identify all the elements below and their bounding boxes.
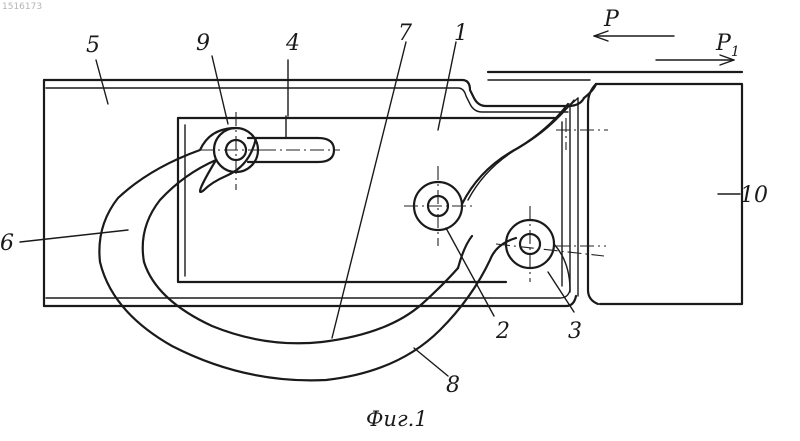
label-5: 5 xyxy=(86,33,100,58)
label-7: 7 xyxy=(398,21,412,46)
force-arrow-p1 xyxy=(656,55,734,65)
label-force-p: P xyxy=(603,7,620,32)
label-force-p1-main: P xyxy=(715,31,732,56)
slot-4 xyxy=(248,116,340,162)
label-8: 8 xyxy=(446,373,460,398)
plate-1 xyxy=(178,98,578,282)
force-arrow-p xyxy=(594,31,674,41)
figure-caption: Фиг.1 xyxy=(366,407,428,431)
corner-mark: 1516173 xyxy=(2,2,42,12)
label-6: 6 xyxy=(0,231,14,256)
block-10 xyxy=(562,84,742,304)
label-1: 1 xyxy=(454,21,468,46)
label-9: 9 xyxy=(196,31,210,56)
label-force-p1: P1 xyxy=(715,31,740,60)
label-2: 2 xyxy=(495,319,510,344)
pin-2 xyxy=(404,166,474,246)
label-4: 4 xyxy=(285,31,300,56)
label-3: 3 xyxy=(568,319,582,344)
label-10: 10 xyxy=(740,183,768,208)
leader-lines xyxy=(20,42,740,376)
centre-lines xyxy=(556,118,608,246)
label-force-p1-sub: 1 xyxy=(731,44,740,60)
pin-9 xyxy=(200,112,272,190)
